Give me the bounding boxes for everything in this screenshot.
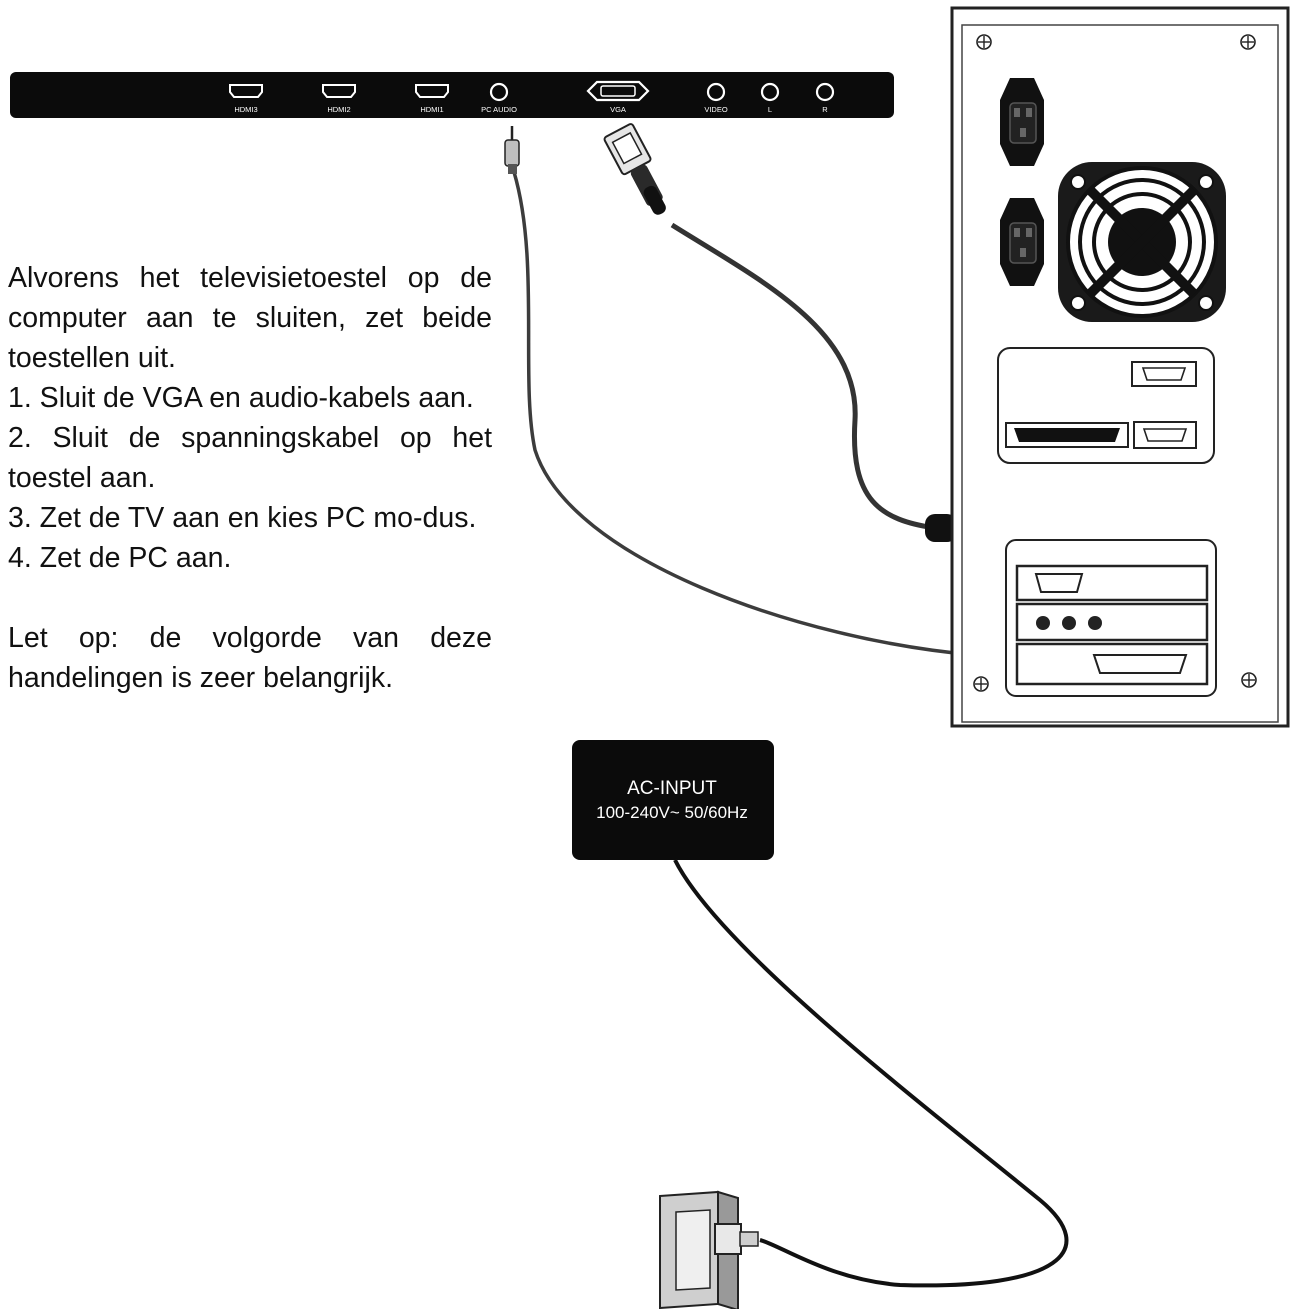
tv-connector-panel: HDMI3 HDMI2 HDMI1 PC AUDIO VGA VIDEO L	[10, 72, 894, 118]
vga-output-port-icon	[1034, 573, 1084, 593]
power-cord	[673, 859, 1069, 1288]
instructions-text: Alvorens het televisietoestel op de comp…	[8, 258, 492, 698]
ac-input-box: AC-INPUT 100-240V~ 50/60Hz	[572, 740, 774, 860]
audio-right-label: R	[822, 105, 828, 114]
instruction-step-2: 2. Sluit de spanningskabel op het toeste…	[8, 422, 492, 494]
power-socket-icon	[1000, 78, 1044, 166]
pc-tower-rear	[950, 6, 1290, 728]
instructions-warning: Let op: de volgorde van deze handelingen…	[8, 622, 492, 694]
ac-input-voltage: 100-240V~ 50/60Hz	[596, 803, 748, 822]
parallel-port-icon	[1005, 422, 1129, 448]
power-plug-icon	[714, 1223, 759, 1255]
pc-audio-label: PC AUDIO	[481, 105, 517, 114]
audio-right-port: R	[815, 82, 835, 114]
audio-left-label: L	[768, 105, 772, 114]
serial-port-icon	[1131, 361, 1197, 387]
video-port: VIDEO	[704, 82, 728, 114]
instructions-intro: Alvorens het televisietoestel op de comp…	[8, 262, 492, 374]
instruction-step-1: 1. Sluit de VGA en audio-kabels aan.	[8, 382, 474, 414]
audio-jack-icon	[1036, 616, 1102, 630]
screw-icon	[1240, 34, 1256, 50]
screw-icon	[973, 676, 989, 692]
hdmi3-label: HDMI3	[234, 105, 257, 114]
video-label: VIDEO	[704, 105, 728, 114]
hdmi1-port: HDMI1	[415, 84, 449, 114]
instruction-step-4: 4. Zet de PC aan.	[8, 542, 232, 574]
pc-audio-port: PC AUDIO	[481, 82, 517, 114]
instruction-step-3: 3. Zet de TV aan en kies PC mo-dus.	[8, 502, 477, 534]
audio-jack-plug-tv	[504, 126, 520, 174]
vga-port: VGA	[586, 80, 650, 114]
vga-plug-tv	[603, 123, 666, 215]
hdmi1-label: HDMI1	[420, 105, 443, 114]
hdmi2-port: HDMI2	[322, 84, 356, 114]
io-port-panel	[997, 347, 1215, 464]
serial-port-icon	[1133, 421, 1197, 449]
screw-icon	[1241, 672, 1257, 688]
ac-input-title: AC-INPUT	[627, 778, 717, 799]
wall-outlet-icon	[659, 1190, 759, 1309]
power-socket-icon	[1000, 198, 1044, 286]
vga-label: VGA	[610, 105, 626, 114]
db25-port-icon	[1092, 654, 1188, 674]
expansion-card-slots	[1005, 539, 1217, 697]
hdmi2-label: HDMI2	[327, 105, 350, 114]
hdmi3-port: HDMI3	[229, 84, 263, 114]
fan-icon	[1058, 162, 1226, 322]
screw-icon	[976, 34, 992, 50]
audio-left-port: L	[760, 82, 780, 114]
audio-cable	[504, 126, 1015, 665]
